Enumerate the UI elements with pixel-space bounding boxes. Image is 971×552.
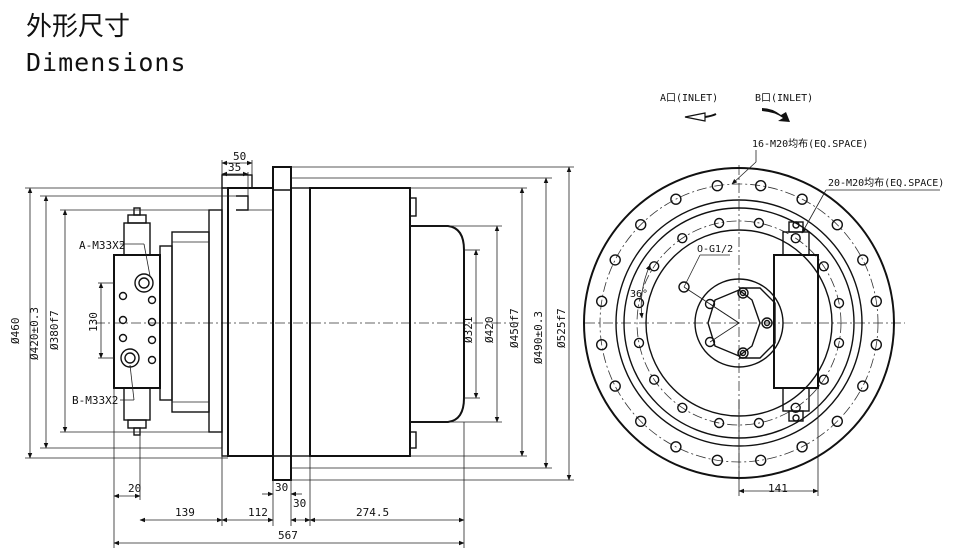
dim-d321: Ø321 xyxy=(462,317,475,344)
bolt-hole xyxy=(677,402,688,413)
bolt-holes-outer xyxy=(596,179,882,466)
bolt-hole xyxy=(831,415,843,427)
side-view: Ø460 Ø420±0.3 Ø380f7 Ø321 Ø420 Ø450f7 Ø4… xyxy=(9,150,574,548)
bolt-hole xyxy=(790,402,801,413)
bolt-hole xyxy=(596,295,608,307)
hub-circle xyxy=(694,278,784,368)
motor-body xyxy=(309,187,411,457)
dim-139: 139 xyxy=(175,506,195,519)
dim-112: 112 xyxy=(248,506,268,519)
bolt-hole xyxy=(870,339,882,351)
bolt-hole xyxy=(833,337,845,349)
bolt-hole xyxy=(677,232,688,244)
bolt-hole xyxy=(633,337,645,349)
label-port-a: A-M33X2 xyxy=(79,239,125,252)
bolt-hole xyxy=(755,454,767,466)
bolt-hole xyxy=(857,380,869,392)
label-port-b: B-M33X2 xyxy=(72,394,118,407)
bolt-hole xyxy=(635,415,647,427)
front-view: A口(INLET) B口(INLET) 16-M20均布(EQ.SPACE) 2… xyxy=(583,93,944,496)
port-b-circle xyxy=(120,348,140,368)
bolt-holes-inner xyxy=(633,217,845,429)
bolt-hole xyxy=(796,193,808,205)
dim-130: 130 xyxy=(87,312,100,332)
label-holes-20: 20-M20均布(EQ.SPACE) xyxy=(828,177,944,189)
title-english: Dimensions xyxy=(26,48,187,77)
valve-block xyxy=(113,254,161,389)
o-port-circle xyxy=(678,281,690,293)
dim-35: 35 xyxy=(228,161,241,174)
bolt-hole xyxy=(649,374,660,385)
dim-d525: Ø525f7 xyxy=(555,308,568,348)
bolt-hole xyxy=(753,217,765,229)
bolt-hole xyxy=(711,179,723,192)
dim-d420-right: Ø420 xyxy=(483,317,496,344)
dim-d460: Ø460 xyxy=(9,318,22,345)
dim-30-upper: 30 xyxy=(275,481,288,494)
bolt-hole xyxy=(609,254,621,266)
dim-20: 20 xyxy=(128,482,141,495)
dim-d380: Ø380f7 xyxy=(48,310,61,350)
bolt-hole xyxy=(818,261,829,272)
bolt-hole xyxy=(713,417,725,429)
label-inlet-a: A口(INLET) xyxy=(660,93,718,104)
gear-housing xyxy=(227,187,274,457)
bolt-hole xyxy=(870,295,882,307)
bolt-hole xyxy=(755,179,767,192)
label-inlet-b: B口(INLET) xyxy=(755,93,813,104)
bolt-hole xyxy=(831,218,843,231)
dim-d490: Ø490±0.3 xyxy=(532,311,545,364)
dim-50: 50 xyxy=(233,150,246,163)
bolt-hole xyxy=(818,374,829,385)
bolt-hole xyxy=(670,193,682,205)
dim-141: 141 xyxy=(768,482,788,495)
port-a-circle xyxy=(134,273,154,293)
bolt-hole xyxy=(833,297,845,309)
label-angle-36: 36° xyxy=(630,289,648,300)
bolt-hole xyxy=(711,454,723,466)
bolt-hole xyxy=(796,441,808,453)
motor-end-cap xyxy=(410,225,465,423)
front-valve-block xyxy=(773,254,819,389)
bolt-hole xyxy=(635,218,647,231)
dim-567: 567 xyxy=(278,529,298,542)
bolt-hole xyxy=(670,441,682,453)
bolt-hole xyxy=(713,217,725,229)
title-chinese: 外形尺寸 xyxy=(26,12,131,42)
dim-d420: Ø420±0.3 xyxy=(28,307,41,360)
label-port-g: O-G1/2 xyxy=(697,244,733,255)
dim-274-5: 274.5 xyxy=(356,506,389,519)
bolt-hole xyxy=(790,232,801,244)
label-holes-16: 16-M20均布(EQ.SPACE) xyxy=(752,138,868,150)
bolt-hole xyxy=(857,254,869,266)
dim-d450: Ø450f7 xyxy=(508,308,521,348)
bolt-hole xyxy=(596,339,608,351)
bolt-hole xyxy=(609,380,621,392)
dim-30-lower: 30 xyxy=(293,497,306,510)
main-flange xyxy=(272,166,292,481)
bolt-hole xyxy=(753,417,765,429)
